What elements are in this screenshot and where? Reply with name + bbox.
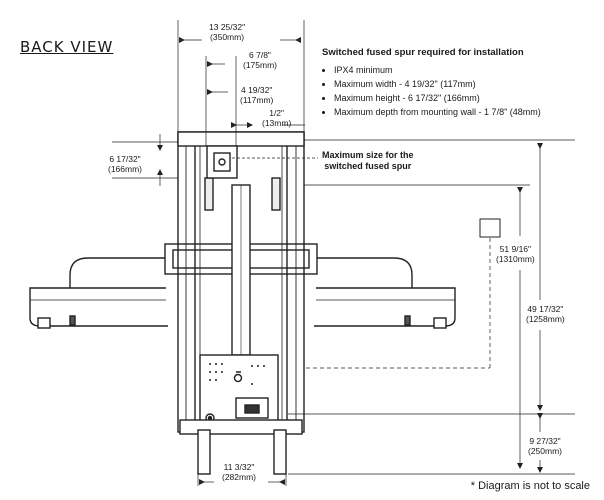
dim-imperial: 51 9/16" [499,244,532,254]
machine-outline [29,131,456,475]
dim-metric: (175mm) [243,60,278,70]
dim-overall-width: 13 25/32" (350mm) [209,22,245,42]
dim-imperial: 9 27/32" [529,436,561,446]
note-item: Maximum width - 4 19/32" (117mm) [334,77,541,91]
spur-position-marker [479,218,501,238]
callout-line: switched fused spur [324,161,412,171]
note-item: Maximum depth from mounting wall - 1 7/8… [334,105,541,119]
dim-metric: (1258mm) [526,314,565,324]
notes-list: IPX4 minimum Maximum width - 4 19/32" (1… [322,63,541,119]
note-item: IPX4 minimum [334,63,541,77]
dim-spur-offset: 1/2" (13mm) [262,108,291,128]
spur-callout: Maximum size for the switched fused spur [322,150,414,172]
dim-metric: (250mm) [528,446,563,456]
dim-metric: (166mm) [108,164,143,174]
dim-metric: (350mm) [210,32,245,42]
scale-footnote: * Diagram is not to scale [470,480,590,492]
installation-notes: Switched fused spur required for install… [322,46,541,119]
dim-imperial: 49 17/32" [527,304,564,314]
note-item: Maximum height - 6 17/32" (166mm) [334,91,541,105]
dim-imperial: 4 19/32" [240,85,273,95]
callout-line: Maximum size for the [322,150,414,160]
dim-imperial: 6 7/8" [249,50,271,60]
dim-metric: (1310mm) [496,254,535,264]
dim-imperial: 11 3/32" [223,462,255,472]
left-wing [29,257,168,327]
dim-imperial: 6 17/32" [109,154,141,164]
dimension-lines [112,20,575,486]
right-wing [314,257,456,327]
dim-spur-height: 6 17/32" (166mm) [108,154,142,174]
dim-metric: (282mm) [222,472,257,482]
dim-base-height: 9 27/32" (250mm) [528,436,562,456]
left-leg [197,429,211,475]
dim-imperial: 13 25/32" [209,22,246,32]
dim-spur-position-height: 51 9/16" (1310mm) [496,244,535,264]
dim-base-width: 11 3/32" (282mm) [222,462,256,482]
dim-metric: (117mm) [240,95,274,105]
panel-dots [209,363,265,385]
right-leg [273,429,287,475]
view-title: BACK VIEW [20,38,114,56]
notes-heading: Switched fused spur required for install… [322,47,524,58]
dim-metric: (13mm) [262,118,292,128]
dim-rail-width: 6 7/8" (175mm) [243,50,277,70]
dim-imperial: 1/2" [269,108,285,118]
dim-frame-height: 49 17/32" (1258mm) [526,304,565,324]
dim-spur-width: 4 19/32" (117mm) [240,85,273,105]
